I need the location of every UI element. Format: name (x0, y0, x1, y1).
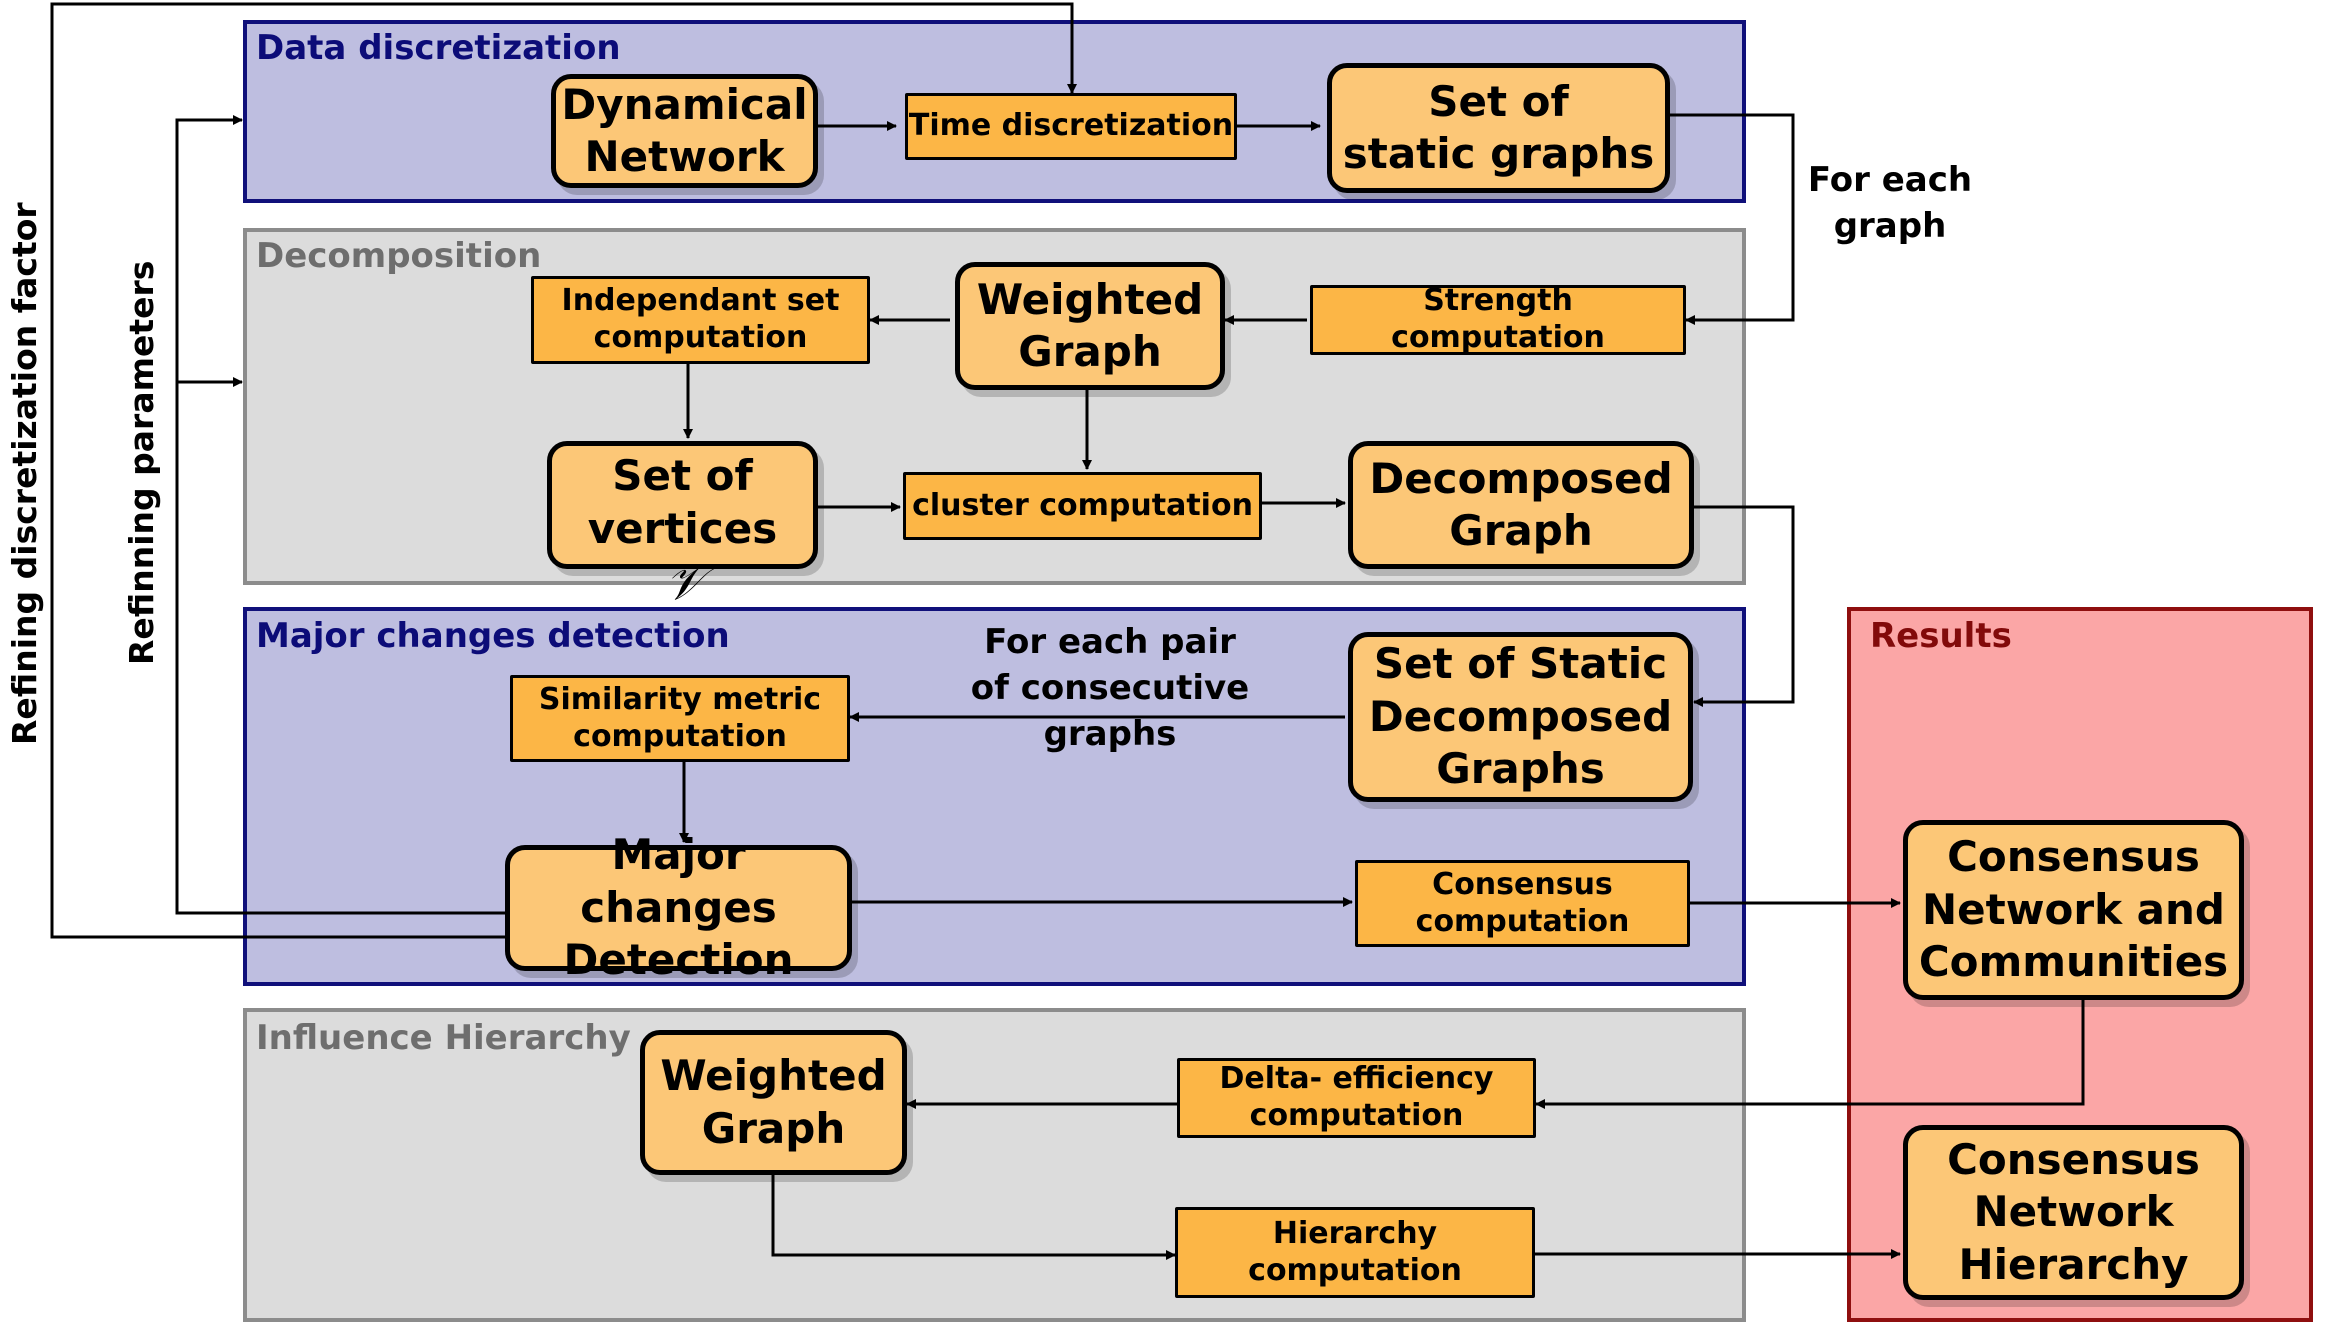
strength-computation-box[interactable]: Strength computation (1310, 283, 1686, 355)
dynamical-network-box[interactable]: Dynamical Network (551, 74, 818, 188)
consensus-network-hierarchy-box[interactable]: Consensus Network Hierarchy (1903, 1125, 2244, 1300)
panel-title-major-changes: Major changes detection (256, 616, 730, 656)
set-of-static-graphs-label: Set of static graphs (1342, 76, 1655, 179)
strength-computation-label: Strength computation (1391, 283, 1605, 355)
arrow-decomposed-to-setstatic (1693, 505, 1795, 707)
dynamical-network-label: Dynamical Network (561, 79, 808, 182)
time-discretization-box[interactable]: Time discretization (905, 93, 1237, 160)
label-refining-discretization: Refining discretization factor (5, 202, 44, 745)
major-changes-detection-box[interactable]: Major changes Detection (505, 830, 852, 984)
set-of-static-graphs-box[interactable]: Set of static graphs (1327, 63, 1670, 193)
vertices-symbol: 𝒱 (665, 556, 704, 610)
arrow-communities-to-delta (1535, 1000, 2085, 1109)
panel-title-results: Results (1870, 616, 2012, 656)
arrow-refining-parameters (175, 115, 505, 915)
consensus-network-hierarchy-label: Consensus Network Hierarchy (1947, 1134, 2200, 1289)
independant-set-label: Independant set computation (561, 283, 840, 355)
arrow-refining-discretization (50, 2, 1077, 939)
arrow-weighted-to-hierarchy (771, 1175, 1176, 1260)
consensus-network-communities-label: Consensus Network and Communities (1918, 832, 2229, 987)
consensus-computation-label: Consensus computation (1415, 866, 1630, 939)
label-refining-parameters: Refinning parameters (122, 260, 161, 665)
set-of-static-decomposed-graphs-box[interactable]: Set of Static Decomposed Graphs (1348, 632, 1693, 802)
set-of-static-decomposed-graphs-label: Set of Static Decomposed Graphs (1368, 639, 1673, 794)
cluster-computation-label: cluster computation (912, 487, 1253, 523)
consensus-computation-box[interactable]: Consensus computation (1355, 860, 1690, 947)
weighted-graph-influence-label: Weighted Graph (660, 1051, 887, 1153)
decomposed-graph-label: Decomposed Graph (1369, 453, 1673, 556)
weighted-graph-box[interactable]: Weighted Graph (955, 262, 1225, 390)
delta-efficiency-box[interactable]: Delta- efficiency computation (1177, 1058, 1536, 1138)
hierarchy-computation-label: Hierarchy computation (1248, 1215, 1462, 1288)
panel-title-decomposition: Decomposition (256, 236, 542, 276)
panel-title-influence-hierarchy: Influence Hierarchy (256, 1018, 631, 1058)
cluster-computation-box[interactable]: cluster computation (903, 472, 1262, 540)
independant-set-box[interactable]: Independant set computation (531, 276, 870, 364)
time-discretization-label: Time discretization (908, 108, 1234, 144)
set-of-vertices-label: Set of vertices 𝒱 (587, 451, 778, 610)
label-for-each-graph: For each graph (1807, 160, 1973, 246)
label-for-each-pair: For each pair of consecutive graphs (970, 622, 1250, 754)
similarity-metric-box[interactable]: Similarity metric computation (510, 675, 850, 762)
delta-efficiency-label: Delta- efficiency computation (1219, 1061, 1494, 1133)
arrow-static-to-strength (1670, 113, 1795, 325)
similarity-metric-label: Similarity metric computation (538, 681, 822, 754)
panel-title-data-discretization: Data discretization (256, 28, 621, 68)
weighted-graph-label: Weighted Graph (976, 274, 1204, 377)
hierarchy-computation-box[interactable]: Hierarchy computation (1175, 1207, 1535, 1298)
set-of-vertices-box[interactable]: Set of vertices 𝒱 (547, 441, 818, 610)
decomposed-graph-box[interactable]: Decomposed Graph (1348, 441, 1694, 569)
weighted-graph-influence-box[interactable]: Weighted Graph (640, 1030, 907, 1175)
major-changes-detection-label: Major changes Detection (563, 830, 794, 985)
consensus-network-communities-box[interactable]: Consensus Network and Communities (1903, 820, 2244, 1000)
